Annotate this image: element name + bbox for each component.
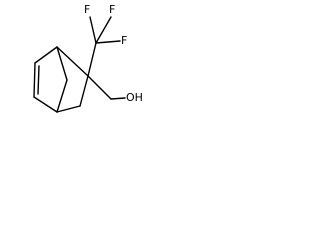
bond-quaternary-c-to-bridgehead-top [56,46,89,77]
bond-ch2oh-carbon-to-oxygen [110,97,126,100]
bond-alkene-double [33,62,36,98]
atom-label-hydroxyl: OH [126,91,143,104]
bond-ch2-to-quaternary-c [79,75,89,107]
bond-cf3-to-f-right [95,40,121,44]
bond-quaternary-c-to-cf3-carbon [87,42,97,77]
bond-alkene-bottom-to-bridgehead-bottom [33,96,58,113]
atom-label-f-top-left: F [84,3,90,16]
chemical-structure: F F F OH [33,3,143,113]
bond-quaternary-c-to-ch2oh-carbon [87,75,112,100]
bond-bridgehead-top-to-alkene-top [34,46,58,64]
bond-alkene-double-inner [37,65,40,95]
bond-bridgehead-bottom-to-ch2 [56,105,81,113]
atom-label-f-top-right: F [109,3,115,16]
bond-bridge-top-to-methylene [56,46,68,81]
bond-cf3-to-f-top-left [89,16,97,44]
atom-label-f-right: F [121,34,127,47]
bond-methylene-to-bridge-bottom [56,79,68,113]
bond-cf3-to-f-top-right [95,16,112,44]
